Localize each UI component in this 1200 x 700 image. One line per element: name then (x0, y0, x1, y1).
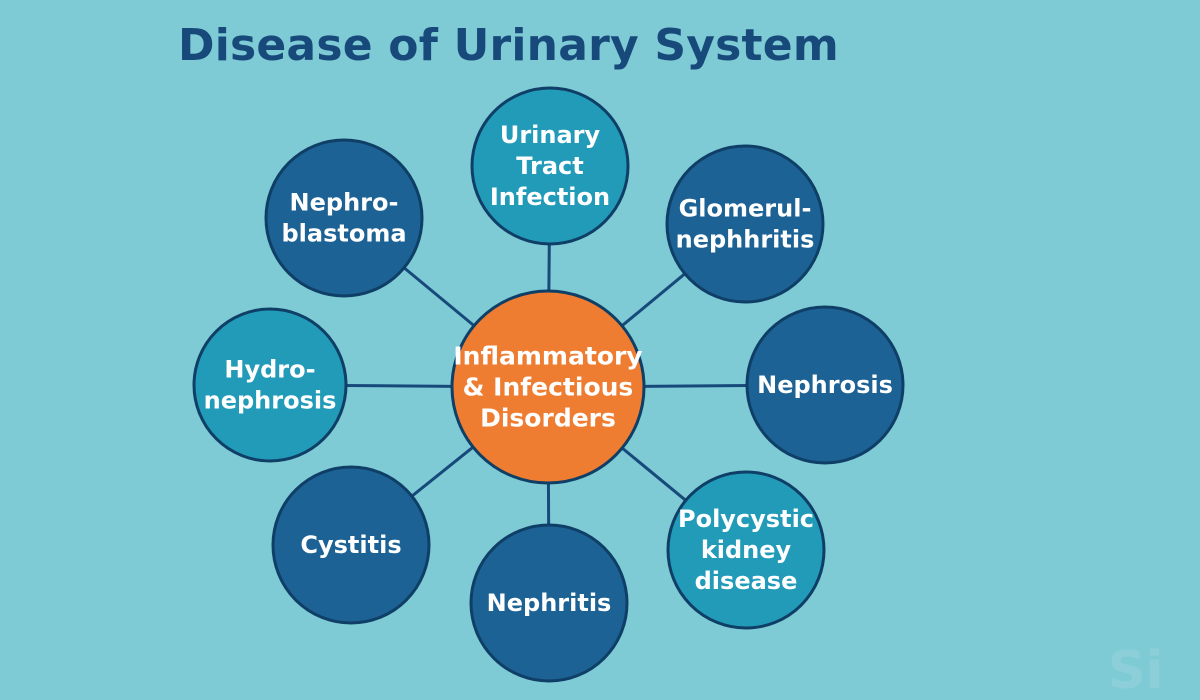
node-nephroblastoma: Nephro-blastoma (264, 138, 424, 298)
nephrosis-circle (745, 305, 905, 465)
polycystic-kidney-disease-label-line: disease (695, 567, 798, 595)
connectors (343, 241, 750, 528)
urinary-tract-infection-label-line: Tract (516, 152, 583, 180)
node-glomerulonephritis: Glomerul-nephhritis (665, 144, 825, 304)
hydronephrosis-label-line: nephrosis (204, 387, 337, 415)
connector-cystitis (409, 444, 476, 499)
node-hydronephrosis: Hydro-nephrosis (192, 307, 348, 463)
hub-label-line: Inflammatory (453, 342, 642, 371)
hydronephrosis-label-line: Hydro- (224, 356, 315, 384)
urinary-tract-infection-label-line: Urinary (500, 121, 601, 149)
polycystic-kidney-disease-circle (666, 470, 826, 630)
connector-hydronephrosis (343, 384, 455, 388)
hub-label-line: & Infectious (463, 373, 634, 402)
nephrosis-label-line: Nephrosis (757, 371, 893, 399)
connector-polycystic-kidney-disease (619, 445, 689, 503)
cystitis-circle (271, 465, 431, 625)
nephroblastoma-label-line: Nephro- (290, 189, 399, 217)
watermark-logo: Si (1108, 641, 1163, 700)
hub-label-line: Disorders (480, 404, 616, 433)
hub-circle (450, 289, 646, 485)
nephroblastoma-label-line: blastoma (281, 220, 406, 248)
node-cystitis: Cystitis (271, 465, 431, 625)
cystitis-label-line: Cystitis (300, 531, 401, 559)
glomerulonephritis-label-line: Glomerul- (679, 195, 812, 223)
diagram-title: Disease of Urinary System (178, 20, 839, 71)
nephritis-label-line: Nephritis (487, 589, 612, 617)
connector-nephrosis (641, 384, 750, 388)
connector-glomerulonephritis (619, 271, 688, 329)
nephritis-circle (469, 523, 629, 683)
urinary-tract-infection-circle (470, 86, 630, 246)
connector-nephroblastoma (401, 265, 477, 329)
nephroblastoma-circle (264, 138, 424, 298)
node-polycystic-kidney-disease: Polycystic kidney disease (666, 470, 826, 630)
node-nephritis: Nephritis (469, 523, 629, 683)
node-nephrosis: Nephrosis (745, 305, 905, 465)
hydronephrosis-circle (192, 307, 348, 463)
polycystic-kidney-disease-label-line: Polycystic (678, 505, 814, 533)
urinary-tract-infection-label-line: Infection (490, 183, 610, 211)
polycystic-kidney-disease-label-line: kidney (701, 536, 792, 564)
glomerulonephritis-label-line: nephhritis (676, 226, 815, 254)
glomerulonephritis-circle (665, 144, 825, 304)
